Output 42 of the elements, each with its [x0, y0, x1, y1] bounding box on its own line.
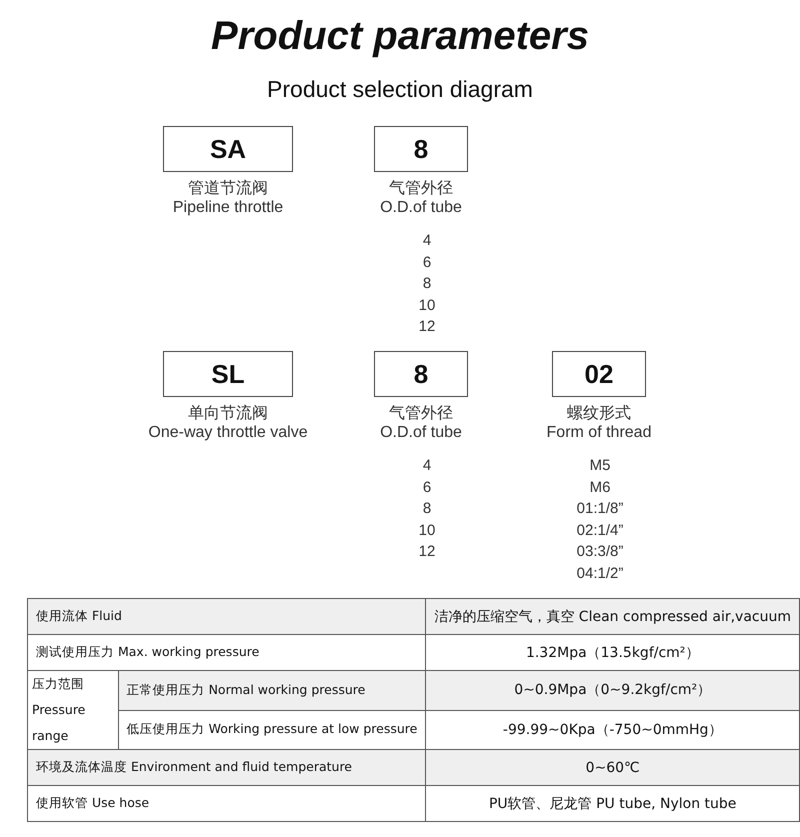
subtitle: Product selection diagram [266, 76, 534, 103]
code-box: 8 [374, 351, 468, 397]
caption-text: 气管外径 [389, 404, 453, 424]
value-cell: 0~60℃ [426, 750, 800, 786]
size-option: 6 [367, 478, 487, 496]
parameter-cell: 压力范围 Pressure range [28, 670, 118, 750]
parameter-cell: 正常使用压力 Normal working pressure [118, 670, 426, 710]
caption-text: O.D.of tube [380, 424, 462, 442]
caption-text: Form of thread [546, 424, 652, 442]
thread-option: 03:3/8” [540, 543, 660, 560]
size-option: 4 [367, 457, 487, 474]
value-cell: PU软管、尼龙管 PU tube, Nylon tube [426, 786, 800, 822]
caption-text: 单向节流阀 [188, 404, 268, 424]
parameter-cell: 使用软管 Use hose [28, 786, 426, 822]
size-option: 10 [367, 296, 487, 314]
code-box: SL [163, 351, 293, 397]
caption-text: 管道节流阀 [188, 178, 268, 199]
caption-text: 气管外径 [389, 179, 453, 199]
code-box: SA [163, 126, 293, 172]
caption-text: 螺纹形式 [567, 404, 631, 424]
parameter-cell: 使用流体 Fluid [28, 598, 426, 634]
thread-option: 01:1/8” [540, 500, 660, 517]
caption-text: Pipeline throttle [172, 199, 284, 217]
value-cell: 0~0.9Mpa（0~9.2kgf/cm²） [426, 670, 800, 710]
caption-text: O.D.of tube [380, 199, 462, 217]
thread-option: 02:1/4” [540, 522, 660, 538]
thread-option: M5 [540, 457, 660, 474]
thread-option: M6 [540, 478, 660, 496]
size-option: 4 [367, 232, 487, 249]
size-option: 8 [367, 500, 487, 517]
page-title: Product parameters [210, 14, 590, 59]
size-option: 8 [367, 275, 487, 292]
size-option: 12 [367, 318, 487, 335]
parameter-cell: 环境及流体温度 Environment and fluid temperature [28, 750, 426, 786]
code-box: 8 [374, 126, 468, 172]
size-option: 10 [367, 522, 487, 538]
caption-text: One-way throttle valve [148, 424, 308, 442]
code-box: 02 [552, 351, 646, 397]
size-option: 6 [367, 254, 487, 270]
thread-option: 04:1/2” [540, 564, 660, 582]
value-cell: 洁净的压缩空气，真空 Clean compressed air,vacuum [426, 598, 800, 634]
size-option: 12 [367, 543, 487, 560]
